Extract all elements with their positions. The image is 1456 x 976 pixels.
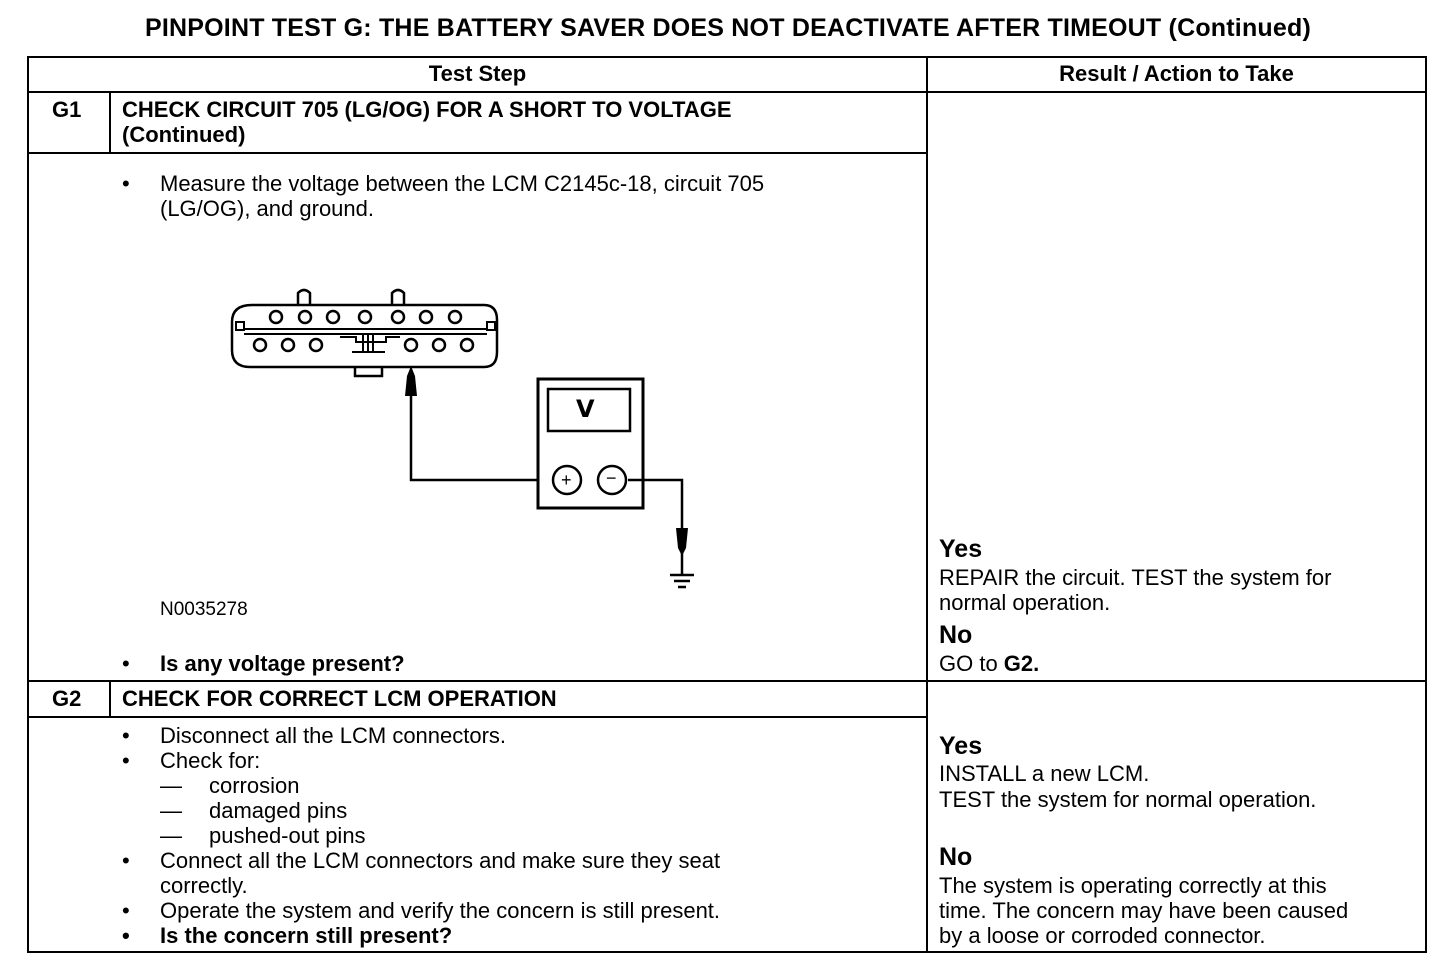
g2-id-divider xyxy=(109,680,111,718)
g1-measure-line-1: Measure the voltage between the LCM C214… xyxy=(160,171,765,196)
g2-sub-1: corrosion xyxy=(209,773,300,798)
g2-no-line-3: by a loose or corroded connector. xyxy=(939,923,1266,948)
g2-sub-3: pushed-out pins xyxy=(209,823,366,848)
g2-heading: CHECK FOR CORRECT LCM OPERATION xyxy=(122,686,557,711)
g1-no-label: No xyxy=(939,621,973,649)
g1-measure-line-2: (LG/OG), and ground. xyxy=(160,196,374,221)
g2-heading-divider xyxy=(27,716,927,718)
g1-no-action: GO to G2. xyxy=(939,651,1039,676)
header-result: Result / Action to Take xyxy=(1059,61,1294,86)
g2-yes-line-1: INSTALL a new LCM. xyxy=(939,761,1150,786)
g2-no-label: No xyxy=(939,843,973,871)
voltmeter-label: V xyxy=(576,395,595,423)
bullet-marker: • xyxy=(122,748,130,773)
g2-yes-line-2: TEST the system for normal operation. xyxy=(939,787,1317,812)
dash-marker: — xyxy=(160,823,182,848)
bullet-marker: • xyxy=(122,848,130,873)
g1-yes-line-2: normal operation. xyxy=(939,590,1111,615)
g2-step-1: Disconnect all the LCM connectors. xyxy=(160,723,507,748)
g1-no-target: G2. xyxy=(1003,651,1040,676)
g2-step-2: Check for: xyxy=(160,748,261,773)
g1-yes-label: Yes xyxy=(939,535,983,563)
header-test-step: Test Step xyxy=(428,61,527,86)
g2-no-line-2: time. The concern may have been caused xyxy=(939,898,1349,923)
g1-step-id: G1 xyxy=(52,97,82,122)
g1-question: Is any voltage present? xyxy=(160,651,405,676)
header-divider xyxy=(27,91,1427,93)
g1-heading-divider xyxy=(27,152,927,154)
g2-step-4: Operate the system and verify the concer… xyxy=(160,898,721,923)
g2-sub-2: damaged pins xyxy=(209,798,348,823)
minus-sign: − xyxy=(606,468,617,488)
bullet-marker: • xyxy=(122,923,130,948)
bullet-marker: • xyxy=(122,651,130,676)
plus-sign: + xyxy=(561,470,572,490)
bullet-marker: • xyxy=(122,898,130,923)
figure-id: N0035278 xyxy=(160,599,248,620)
dash-marker: — xyxy=(160,798,182,823)
g2-no-line-1: The system is operating correctly at thi… xyxy=(939,873,1327,898)
bullet-marker: • xyxy=(122,723,130,748)
g1-yes-line-1: REPAIR the circuit. TEST the system for xyxy=(939,565,1332,590)
g2-step-id: G2 xyxy=(52,686,82,711)
g2-step-3-line-2: correctly. xyxy=(160,873,248,898)
g1-heading-line-2: (Continued) xyxy=(122,122,246,147)
g2-step-5: Is the concern still present? xyxy=(160,923,453,948)
g1-id-divider xyxy=(109,91,111,154)
g1-g2-divider xyxy=(27,680,1427,682)
page-title: PINPOINT TEST G: THE BATTERY SAVER DOES … xyxy=(145,14,1311,42)
bullet-marker: • xyxy=(122,171,130,196)
g1-heading-line-1: CHECK CIRCUIT 705 (LG/OG) FOR A SHORT TO… xyxy=(122,97,732,122)
pinpoint-table xyxy=(27,56,1427,953)
g2-step-3-line-1: Connect all the LCM connectors and make … xyxy=(160,848,721,873)
g2-yes-label: Yes xyxy=(939,732,983,760)
g1-no-text: GO to xyxy=(939,651,1004,676)
dash-marker: — xyxy=(160,773,182,798)
column-divider xyxy=(926,56,928,953)
